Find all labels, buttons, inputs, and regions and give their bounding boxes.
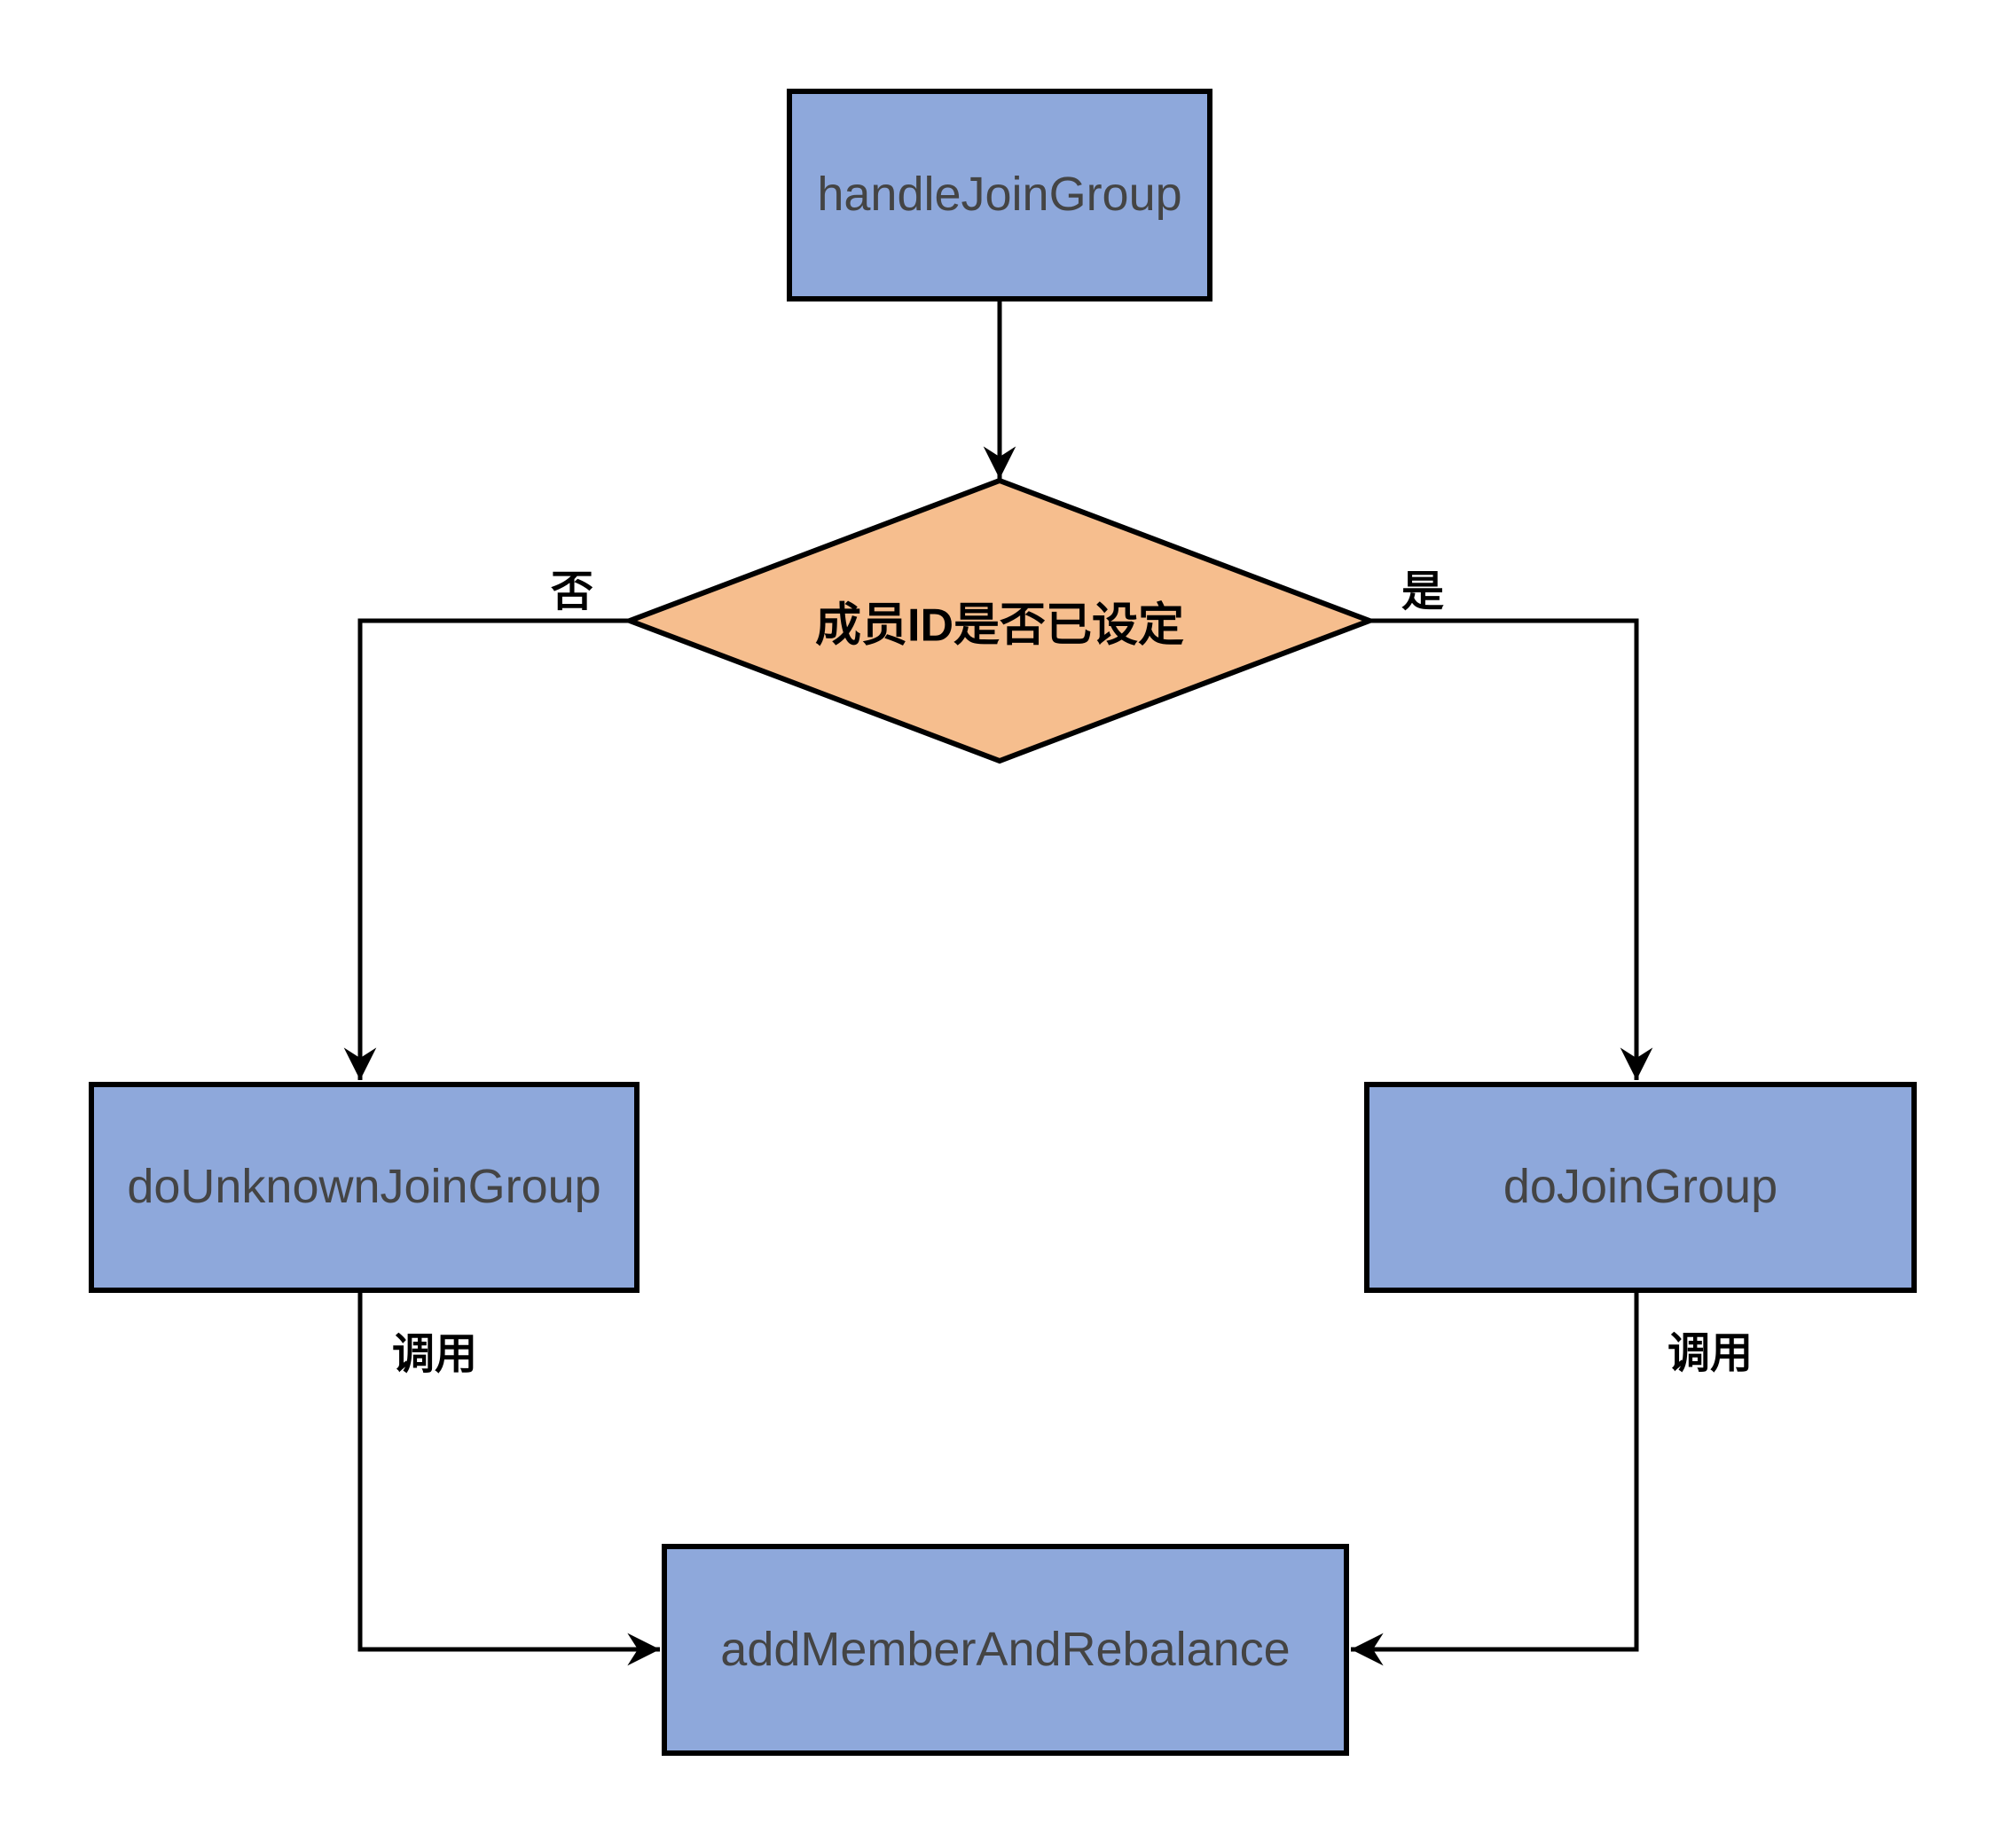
node-addmemberandrebalance: addMemberAndRebalance — [662, 1544, 1349, 1756]
node-addmemberandrebalance-label: addMemberAndRebalance — [720, 1622, 1291, 1676]
edge-label-call-right: 调用 — [1667, 1330, 1754, 1377]
decision-diamond — [622, 477, 1377, 764]
edge-decision-to-dounknownjoingroup — [343, 618, 630, 1080]
node-dojoingroup: doJoinGroup — [1364, 1082, 1917, 1293]
node-handlejoingroup-label: handleJoinGroup — [817, 168, 1182, 222]
edge-label-no: 否 — [550, 568, 594, 615]
decision-diamond-label: 成员ID是否已设定 — [814, 599, 1185, 652]
edge-dounknownjoingroup-to-addmember — [357, 1293, 660, 1666]
edge-dojoingroup-to-addmember — [1351, 1293, 1639, 1666]
node-handlejoingroup: handleJoinGroup — [787, 89, 1212, 301]
node-dojoingroup-label: doJoinGroup — [1503, 1160, 1778, 1214]
node-dounknownjoingroup: doUnknownJoinGroup — [89, 1082, 640, 1293]
node-dounknownjoingroup-label: doUnknownJoinGroup — [127, 1160, 601, 1214]
edge-label-call-left: 调用 — [391, 1331, 478, 1378]
edge-decision-to-dojoingroup — [1369, 618, 1653, 1080]
edge-label-yes: 是 — [1401, 568, 1445, 615]
